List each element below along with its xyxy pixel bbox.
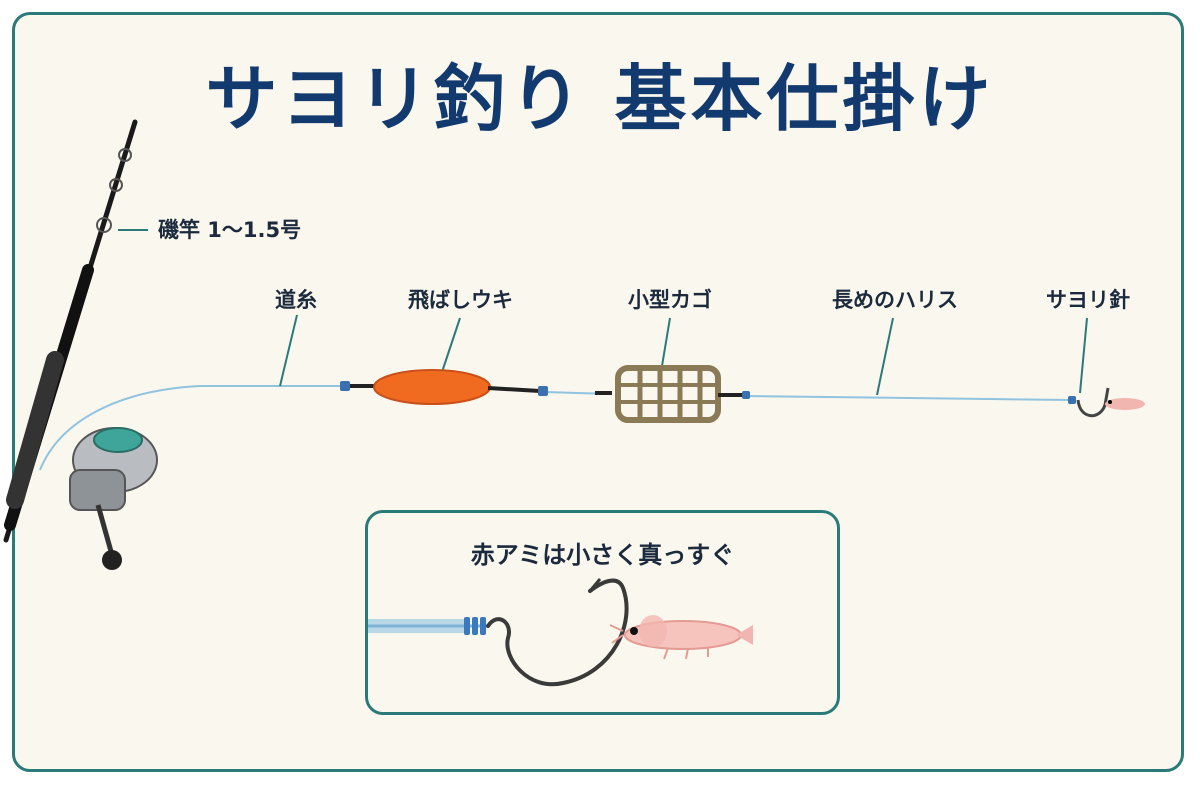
rod-label: 磯竿 1〜1.5号 <box>158 218 302 242</box>
feeder-label: 小型カゴ <box>628 288 712 312</box>
hook-detail-diagram <box>368 578 753 687</box>
main-line <box>39 385 345 471</box>
fishing-rod <box>3 119 138 543</box>
feeder-pointer <box>661 317 671 367</box>
spinning-reel-icon <box>69 427 158 570</box>
float-pointer <box>441 317 461 373</box>
hook-icon <box>1068 387 1145 418</box>
leader-line <box>739 395 1073 401</box>
hook-label: サヨリ針 <box>1046 288 1130 312</box>
float-icon <box>340 369 548 405</box>
bait-inset: 赤アミは小さく真っすぐ <box>365 510 840 715</box>
hook-detail-icon <box>486 578 629 687</box>
main-line-pointer <box>279 314 298 387</box>
float-label: 飛ばしウキ <box>408 288 513 312</box>
page-title: サヨリ釣り 基本仕掛け <box>205 57 995 141</box>
leader-pointer <box>876 317 894 396</box>
leader-label: 長めのハリス <box>832 288 958 312</box>
hook-pointer <box>1079 317 1088 394</box>
inset-title: 赤アミは小さく真っすぐ <box>470 541 735 569</box>
main-line-label: 道糸 <box>275 288 317 312</box>
feeder-basket-icon <box>595 365 750 423</box>
line-wrap-icon <box>464 617 486 635</box>
shrimp-bait-icon <box>609 615 753 660</box>
